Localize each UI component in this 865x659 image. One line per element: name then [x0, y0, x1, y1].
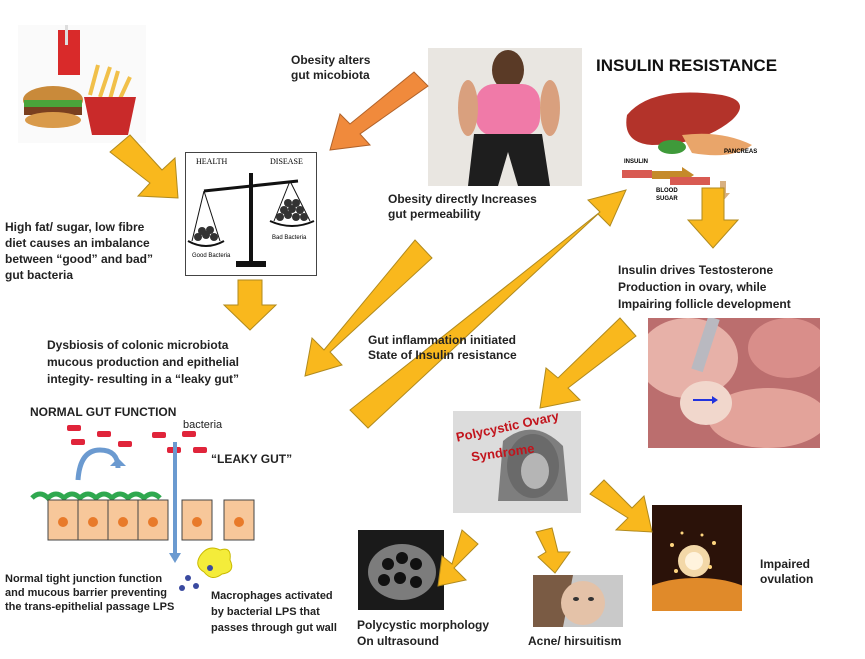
- ovulation-graphic: [652, 505, 742, 611]
- liver-pancreas-image: INSULIN PANCREAS BLOOD SUGAR: [612, 75, 777, 210]
- bacterium: [97, 431, 111, 437]
- bacterium: [167, 447, 181, 453]
- pcos-image: Polycystic Ovary Syndrome: [453, 411, 581, 513]
- ovary-graphic: [648, 318, 820, 448]
- epithelial-cell: [181, 499, 213, 541]
- arrow-scale-to-dysbiosis: [222, 279, 278, 331]
- fast-food-graphic: [23, 25, 136, 135]
- ovulation-image: [652, 505, 742, 611]
- label-obesity-permeability: Obesity directly Increases gut permeabil…: [388, 192, 537, 221]
- label-obesity-microbiota: Obesity alters gut micobiota: [291, 53, 371, 82]
- woman-graphic: [428, 48, 582, 186]
- bacterium: [193, 447, 207, 453]
- label-polycystic-morphology: Polycystic morphology On ultrasound: [357, 618, 490, 648]
- epithelial-cell: [223, 499, 255, 541]
- label-normal-gut: NORMAL GUT FUNCTION: [30, 405, 177, 419]
- label-macrophages: Macrophages activated by bacterial LPS t…: [211, 590, 337, 634]
- scale-disease-label: DISEASE: [270, 157, 303, 166]
- liver-pancreas-label: PANCREAS: [724, 149, 758, 155]
- fast-food-image: [18, 25, 146, 143]
- arrow-obesity-to-microbiota: [329, 71, 429, 151]
- label-tight-junction: Normal tight junction function and mucou…: [5, 573, 175, 613]
- label-dysbiosis: Dysbiosis of colonic microbiota mucous p…: [47, 338, 240, 386]
- scale-bad-label: Bad Bacteria: [272, 235, 307, 241]
- acne-face-image: [533, 575, 623, 627]
- label-gut-inflammation: Gut inflammation initiated State of Insu…: [368, 333, 517, 362]
- epithelial-cell: [47, 499, 79, 541]
- scale-health-label: HEALTH: [196, 157, 228, 166]
- recycle-arrow: [75, 447, 121, 481]
- arrow-testosterone-to-pcos: [539, 317, 637, 409]
- liver-graphic: [622, 92, 752, 201]
- arrow-pcos-to-ultrasound: [437, 529, 479, 587]
- epithelial-cell: [77, 499, 109, 541]
- health-disease-scale-image: HEALTH DISEASE Good Bacteria Bad Bacteri…: [185, 152, 317, 276]
- face-graphic: [533, 575, 623, 627]
- epithelial-cell: [107, 499, 139, 541]
- bacterium: [71, 439, 85, 445]
- scale-graphic: [187, 173, 315, 267]
- bacterium: [67, 425, 81, 431]
- ultrasound-image: [358, 530, 444, 610]
- bacterium: [152, 432, 166, 438]
- label-bacteria: bacteria: [183, 419, 223, 431]
- bacterium: [118, 441, 132, 447]
- label-insulin-testosterone: Insulin drives Testosterone Production i…: [618, 263, 791, 311]
- arrow-diet-to-scale: [109, 134, 179, 199]
- label-impaired-ovulation: Impaired ovulation: [760, 557, 814, 586]
- liver-blood-sugar-label: BLOOD SUGAR: [656, 188, 678, 202]
- arrow-inflammation-to-insulin: [349, 189, 627, 429]
- label-diet: High fat/ sugar, low fibre diet causes a…: [5, 220, 154, 282]
- macrophage: [197, 547, 233, 578]
- arrow-pcos-to-acne: [535, 527, 571, 574]
- mucus-layer: [30, 491, 162, 502]
- title-insulin-resistance: INSULIN RESISTANCE: [596, 56, 778, 75]
- ultrasound-graphic: [358, 530, 444, 610]
- epithelial-cell: [137, 499, 169, 541]
- liver-insulin-label: INSULIN: [624, 159, 648, 165]
- scale-good-label: Good Bacteria: [192, 253, 231, 259]
- obese-woman-photo: [428, 48, 582, 186]
- arrow-pcos-to-ovulation: [589, 479, 653, 533]
- label-leaky-gut: “LEAKY GUT”: [211, 452, 293, 466]
- label-acne: Acne/ hirsuitism: [528, 634, 622, 648]
- ovary-photo: [648, 318, 820, 448]
